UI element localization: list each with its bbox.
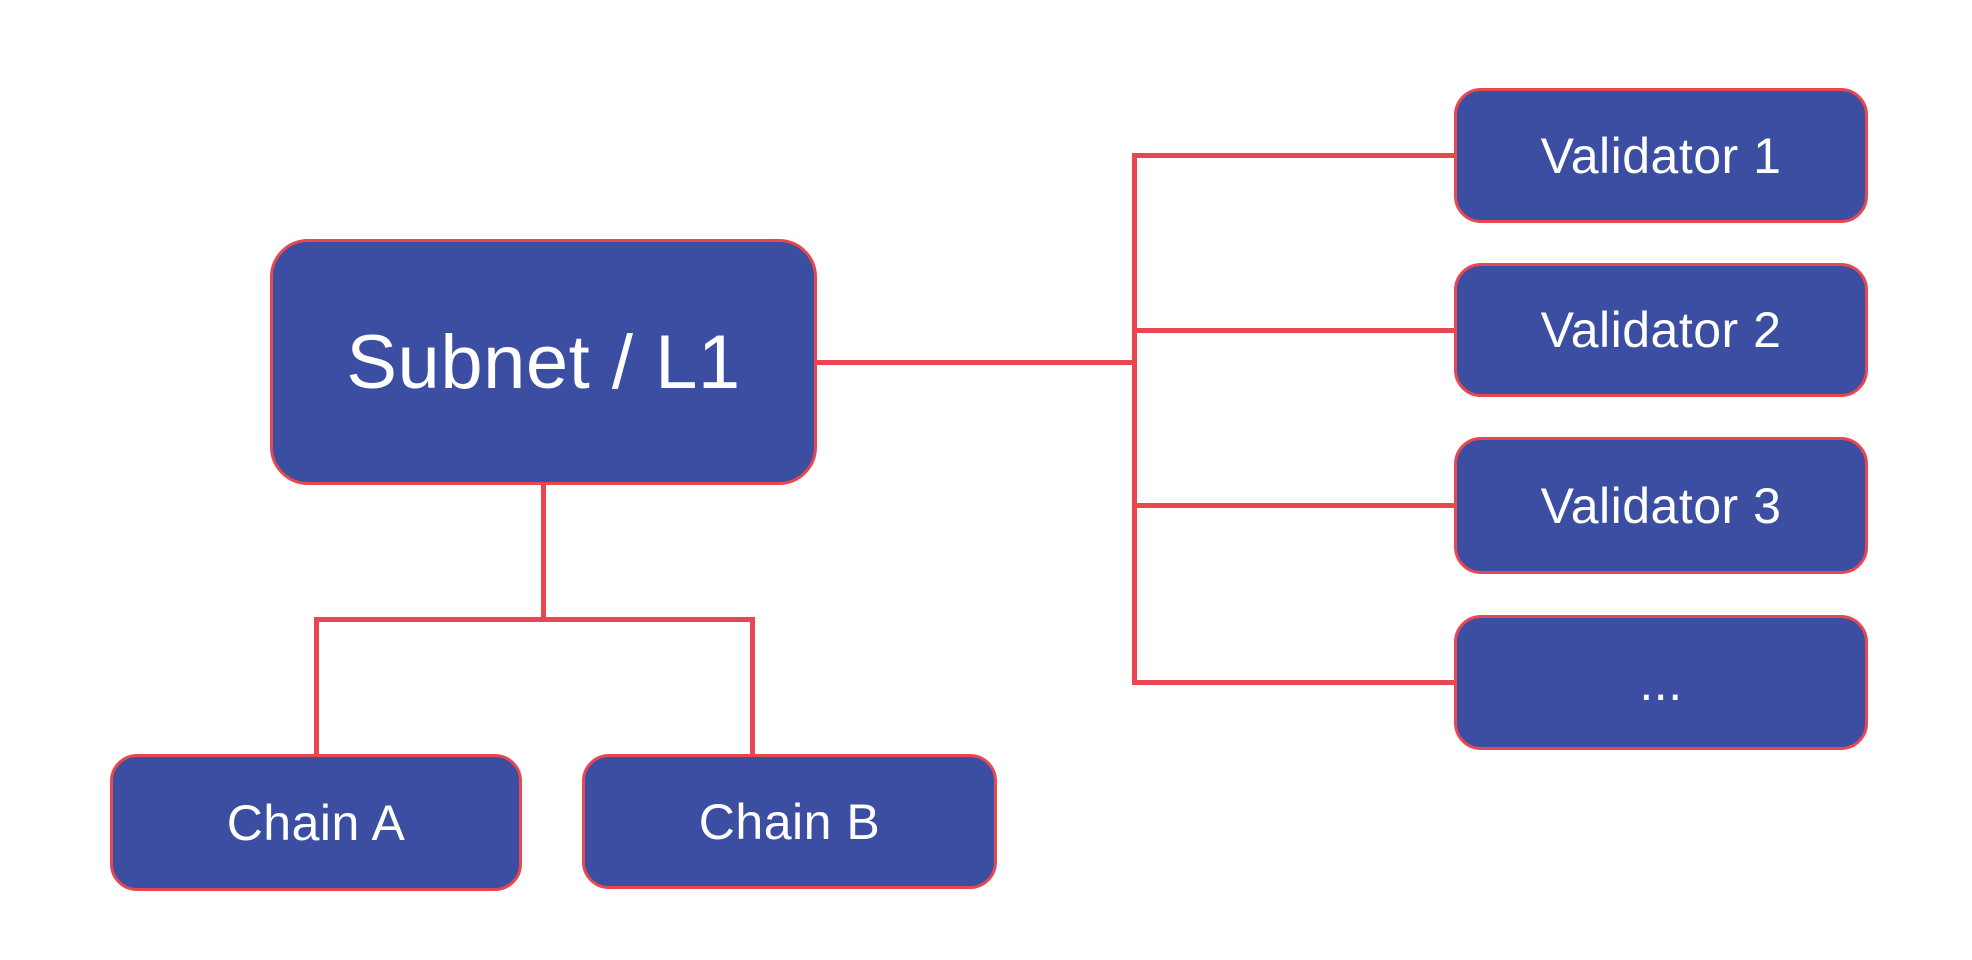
chain-b-node: Chain B — [582, 754, 997, 889]
validator-1-node: Validator 1 — [1454, 88, 1868, 223]
branch-line-validator-3 — [1132, 503, 1454, 508]
validator-1-label: Validator 1 — [1540, 127, 1782, 184]
validator-2-label: Validator 2 — [1540, 302, 1782, 358]
branch-line-validator-more — [1132, 680, 1454, 685]
subnet-l1-label: Subnet / L1 — [346, 319, 741, 405]
drop-line-chain-b — [750, 617, 755, 754]
connector-subnet-to-chains — [541, 485, 546, 622]
branch-line-validator-2 — [1132, 328, 1454, 333]
drop-line-chain-a — [314, 617, 319, 754]
chain-b-label: Chain B — [698, 793, 881, 850]
chain-a-label: Chain A — [226, 794, 406, 851]
connector-subnet-to-validators — [817, 360, 1137, 365]
validator-more-node: ... — [1454, 615, 1868, 750]
validator-3-node: Validator 3 — [1454, 437, 1868, 574]
validator-2-node: Validator 2 — [1454, 263, 1868, 397]
validator-3-label: Validator 3 — [1540, 477, 1782, 534]
branch-line-validator-1 — [1132, 153, 1454, 158]
chain-a-node: Chain A — [110, 754, 522, 891]
chains-bar-line — [314, 617, 755, 622]
subnet-l1-node: Subnet / L1 — [270, 239, 817, 485]
validator-more-label: ... — [1639, 654, 1683, 711]
validators-trunk-line — [1132, 153, 1137, 685]
